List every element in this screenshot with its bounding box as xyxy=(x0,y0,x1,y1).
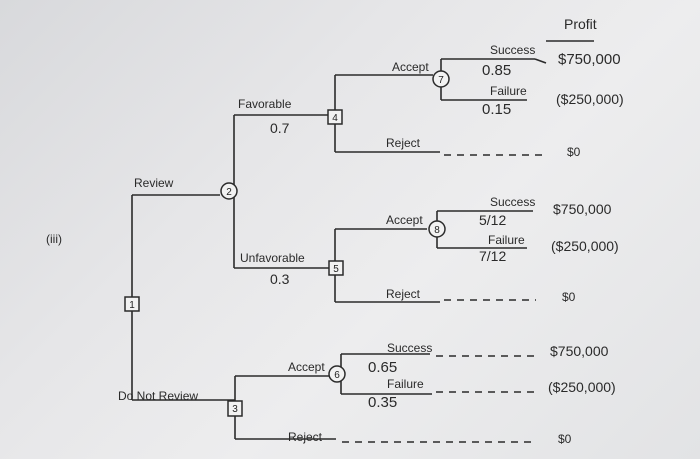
favorable-prob: 0.7 xyxy=(270,120,290,136)
node5-accept-label: Accept xyxy=(386,213,423,227)
node6-success-label: Success xyxy=(387,341,432,355)
node8-failure-label: Failure xyxy=(488,233,525,247)
node8-success-prob: 5/12 xyxy=(479,212,506,228)
node-3-decision xyxy=(227,400,243,417)
node7-success-prob: 0.85 xyxy=(482,62,511,79)
node-2-number: 2 xyxy=(226,187,232,198)
node-5-decision xyxy=(328,260,344,276)
node-1-decision xyxy=(124,296,140,312)
profit-header: Profit xyxy=(564,16,597,32)
node8-failure-prob: 7/12 xyxy=(479,248,506,264)
node4-reject-payoff: $0 xyxy=(567,145,581,159)
node5-reject-payoff: $0 xyxy=(562,290,576,304)
review-label: Review xyxy=(134,176,174,190)
node4-reject-label: Reject xyxy=(386,136,421,150)
node5-reject-label: Reject xyxy=(386,287,421,301)
node-8-chance xyxy=(428,220,446,238)
node6-failure-label: Failure xyxy=(387,377,424,391)
do-not-review-label: Do Not Review xyxy=(118,389,198,403)
node3-reject-payoff: $0 xyxy=(558,432,572,446)
unfavorable-label: Unfavorable xyxy=(240,251,305,265)
node-1-number: 1 xyxy=(129,300,135,311)
node7-failure-payoff: ($250,000) xyxy=(556,91,624,107)
node7-success-payoff: $750,000 xyxy=(558,51,621,68)
node6-success-prob: 0.65 xyxy=(368,359,397,376)
node3-accept-label: Accept xyxy=(288,360,325,374)
node-6-chance xyxy=(328,365,346,383)
node7-failure-label: Failure xyxy=(490,84,527,98)
node-5-number: 5 xyxy=(333,264,339,275)
node8-failure-payoff: ($250,000) xyxy=(551,238,619,254)
node-3-number: 3 xyxy=(232,404,238,415)
node-2-chance xyxy=(220,182,238,200)
node6-failure-prob: 0.35 xyxy=(368,394,397,411)
node6-failure-payoff: ($250,000) xyxy=(548,379,616,395)
node3-reject-label: Reject xyxy=(288,430,323,444)
node-6-number: 6 xyxy=(334,370,340,381)
part-label: (iii) xyxy=(46,232,62,246)
node6-success-payoff: $750,000 xyxy=(550,343,609,359)
node7-success-tail xyxy=(534,58,547,64)
node-7-chance xyxy=(432,70,450,88)
node-8-number: 8 xyxy=(434,225,440,236)
node4-accept-label: Accept xyxy=(392,60,429,74)
node7-failure-prob: 0.15 xyxy=(482,101,511,118)
node8-success-payoff: $750,000 xyxy=(553,201,612,217)
node-7-number: 7 xyxy=(438,75,444,86)
favorable-label: Favorable xyxy=(238,97,292,111)
node-4-decision xyxy=(327,109,343,125)
node-4-number: 4 xyxy=(332,113,338,124)
node8-success-label: Success xyxy=(490,195,535,209)
unfavorable-prob: 0.3 xyxy=(270,271,290,287)
node7-success-label: Success xyxy=(490,43,535,57)
